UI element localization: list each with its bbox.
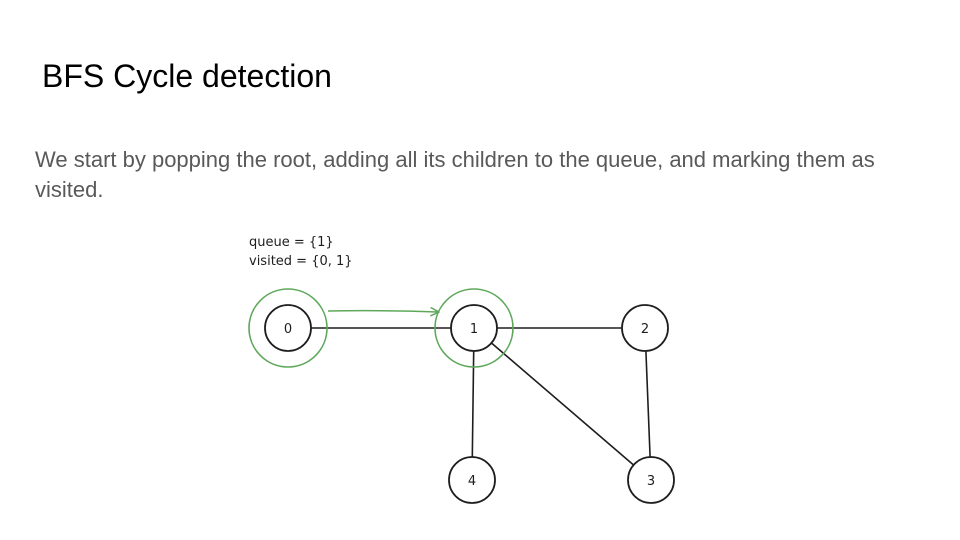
edge-1-3 bbox=[490, 342, 635, 466]
node-circle-1 bbox=[450, 304, 498, 352]
slide-body-text: We start by popping the root, adding all… bbox=[35, 147, 875, 202]
graph-node-4: 4 bbox=[448, 456, 496, 504]
node-circle-2 bbox=[621, 304, 669, 352]
nodes-layer: 0 1 2 3 4 bbox=[248, 288, 675, 504]
graph-node-3: 3 bbox=[627, 456, 675, 504]
node-circle-3 bbox=[627, 456, 675, 504]
traversal-arrow-0-1 bbox=[327, 306, 440, 317]
edges-layer bbox=[310, 327, 651, 466]
visited-ring-1 bbox=[434, 288, 514, 368]
visited-annotation: visited = {0, 1} bbox=[249, 254, 353, 269]
slide-title: BFS Cycle detection bbox=[42, 58, 332, 94]
node-circle-0 bbox=[264, 304, 312, 352]
queue-annotation: queue = {1} bbox=[249, 235, 334, 250]
node-circle-4 bbox=[448, 456, 496, 504]
edge-2-3 bbox=[645, 350, 651, 458]
node-label-0: 0 bbox=[284, 322, 292, 337]
visited-ring-0 bbox=[248, 288, 328, 368]
graph-node-0: 0 bbox=[248, 288, 328, 368]
node-label-1: 1 bbox=[470, 322, 478, 337]
graph-node-2: 2 bbox=[621, 304, 669, 352]
node-label-2: 2 bbox=[641, 322, 649, 337]
traversal-layer bbox=[327, 306, 440, 317]
edge-1-4 bbox=[471, 350, 475, 458]
node-label-4: 4 bbox=[468, 474, 476, 489]
node-label-3: 3 bbox=[647, 474, 655, 489]
graph-node-1: 1 bbox=[434, 288, 514, 368]
